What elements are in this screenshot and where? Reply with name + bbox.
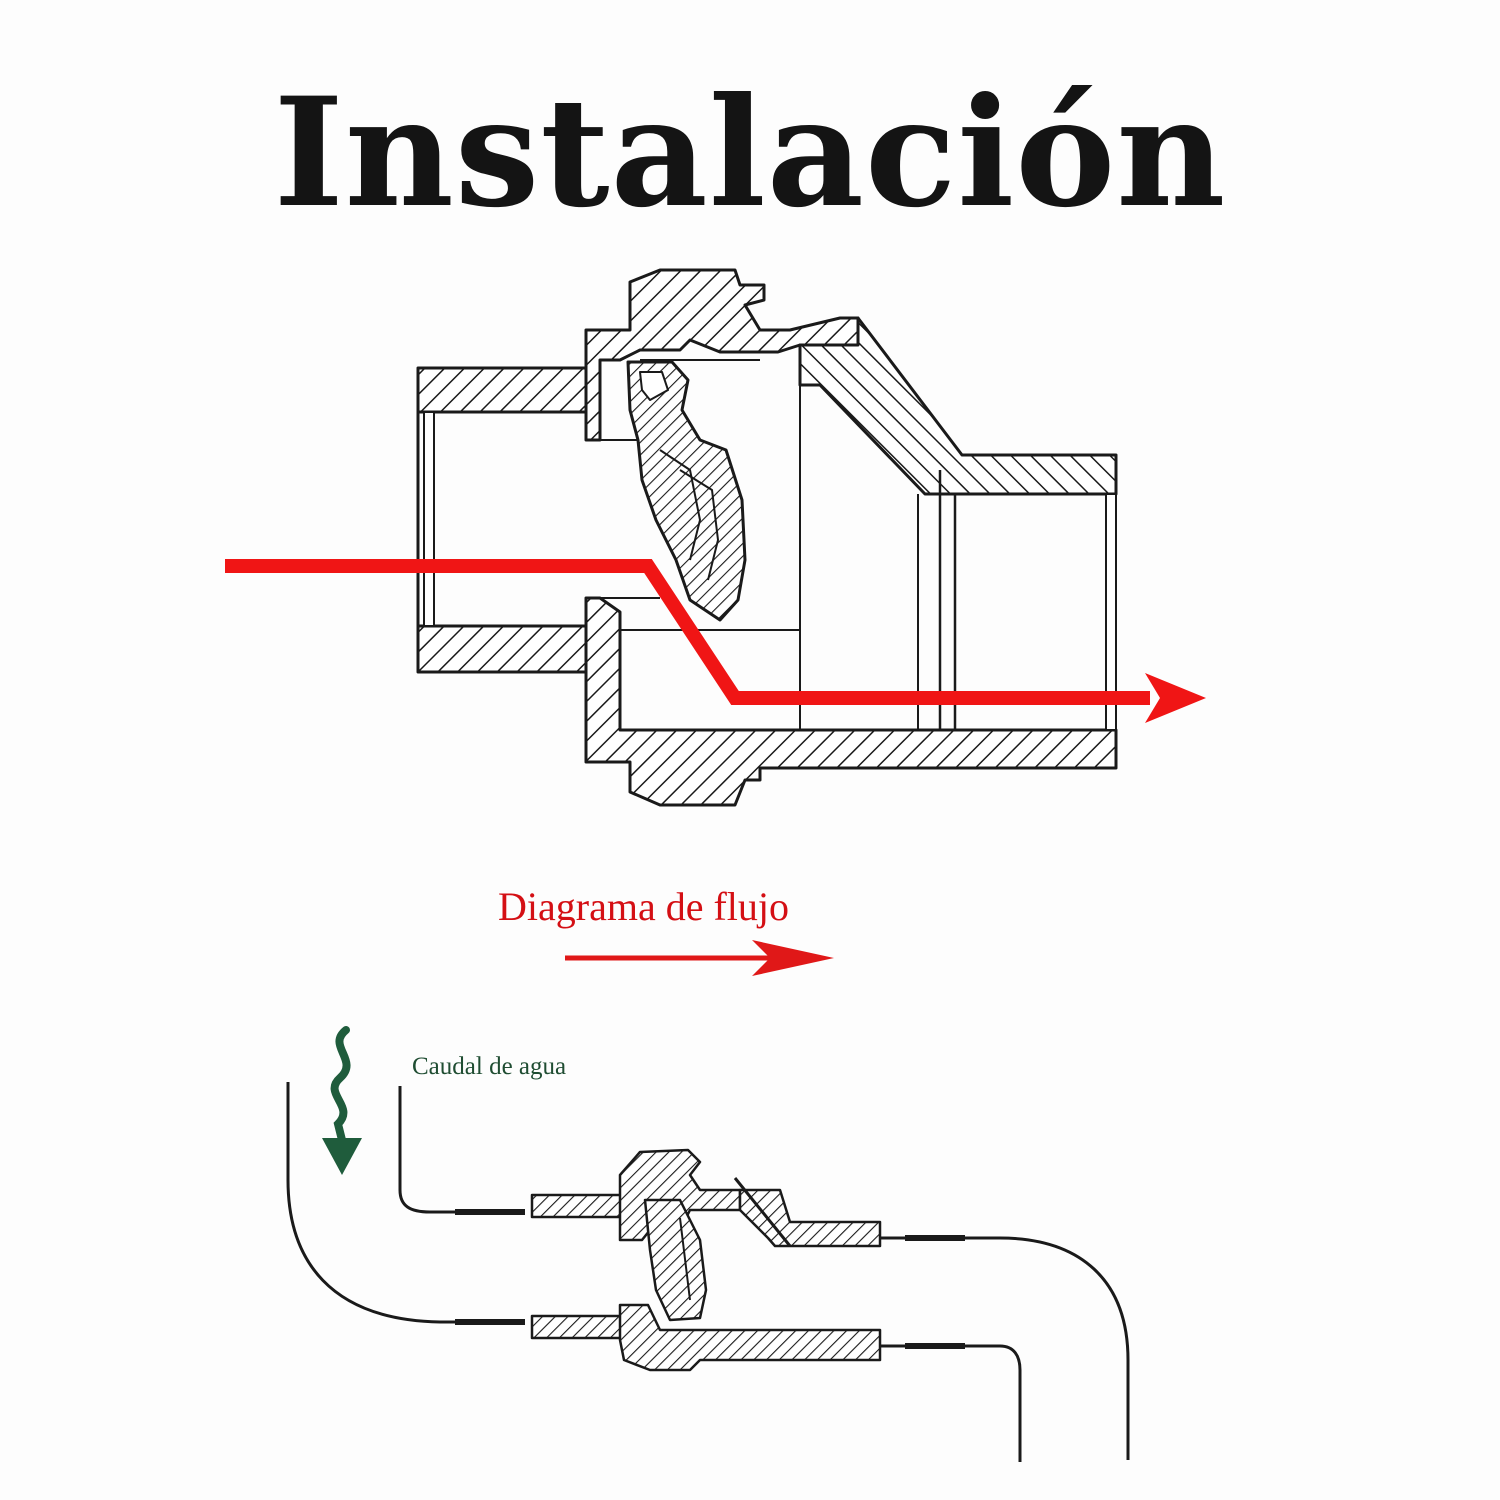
- body-taper-top: [798, 316, 1118, 496]
- page-title: Instalación: [273, 65, 1227, 241]
- union-body-bottom: [584, 596, 1118, 807]
- water-flow-label: Caudal de agua: [412, 1053, 567, 1080]
- outlet-pipe-outer: [880, 1236, 1130, 1460]
- inlet-pipe-outer: [286, 1082, 525, 1324]
- swing-disc: [626, 360, 747, 622]
- check-valve-section: [416, 268, 1118, 807]
- inlet-pipe-inner: [398, 1086, 525, 1214]
- left-socket-bottom-wall: [416, 624, 600, 674]
- installation-pipework: [286, 1082, 1130, 1462]
- flow-legend-label: Diagrama de flujo: [498, 884, 789, 929]
- flow-path-arrow: [225, 559, 1206, 723]
- wavy-down-arrow-icon: [322, 1026, 362, 1175]
- outlet-pipe-inner: [880, 1344, 1022, 1462]
- legend-arrow-icon: [565, 940, 834, 976]
- left-socket-top-wall: [416, 366, 600, 414]
- installed-check-valve: [530, 1148, 882, 1372]
